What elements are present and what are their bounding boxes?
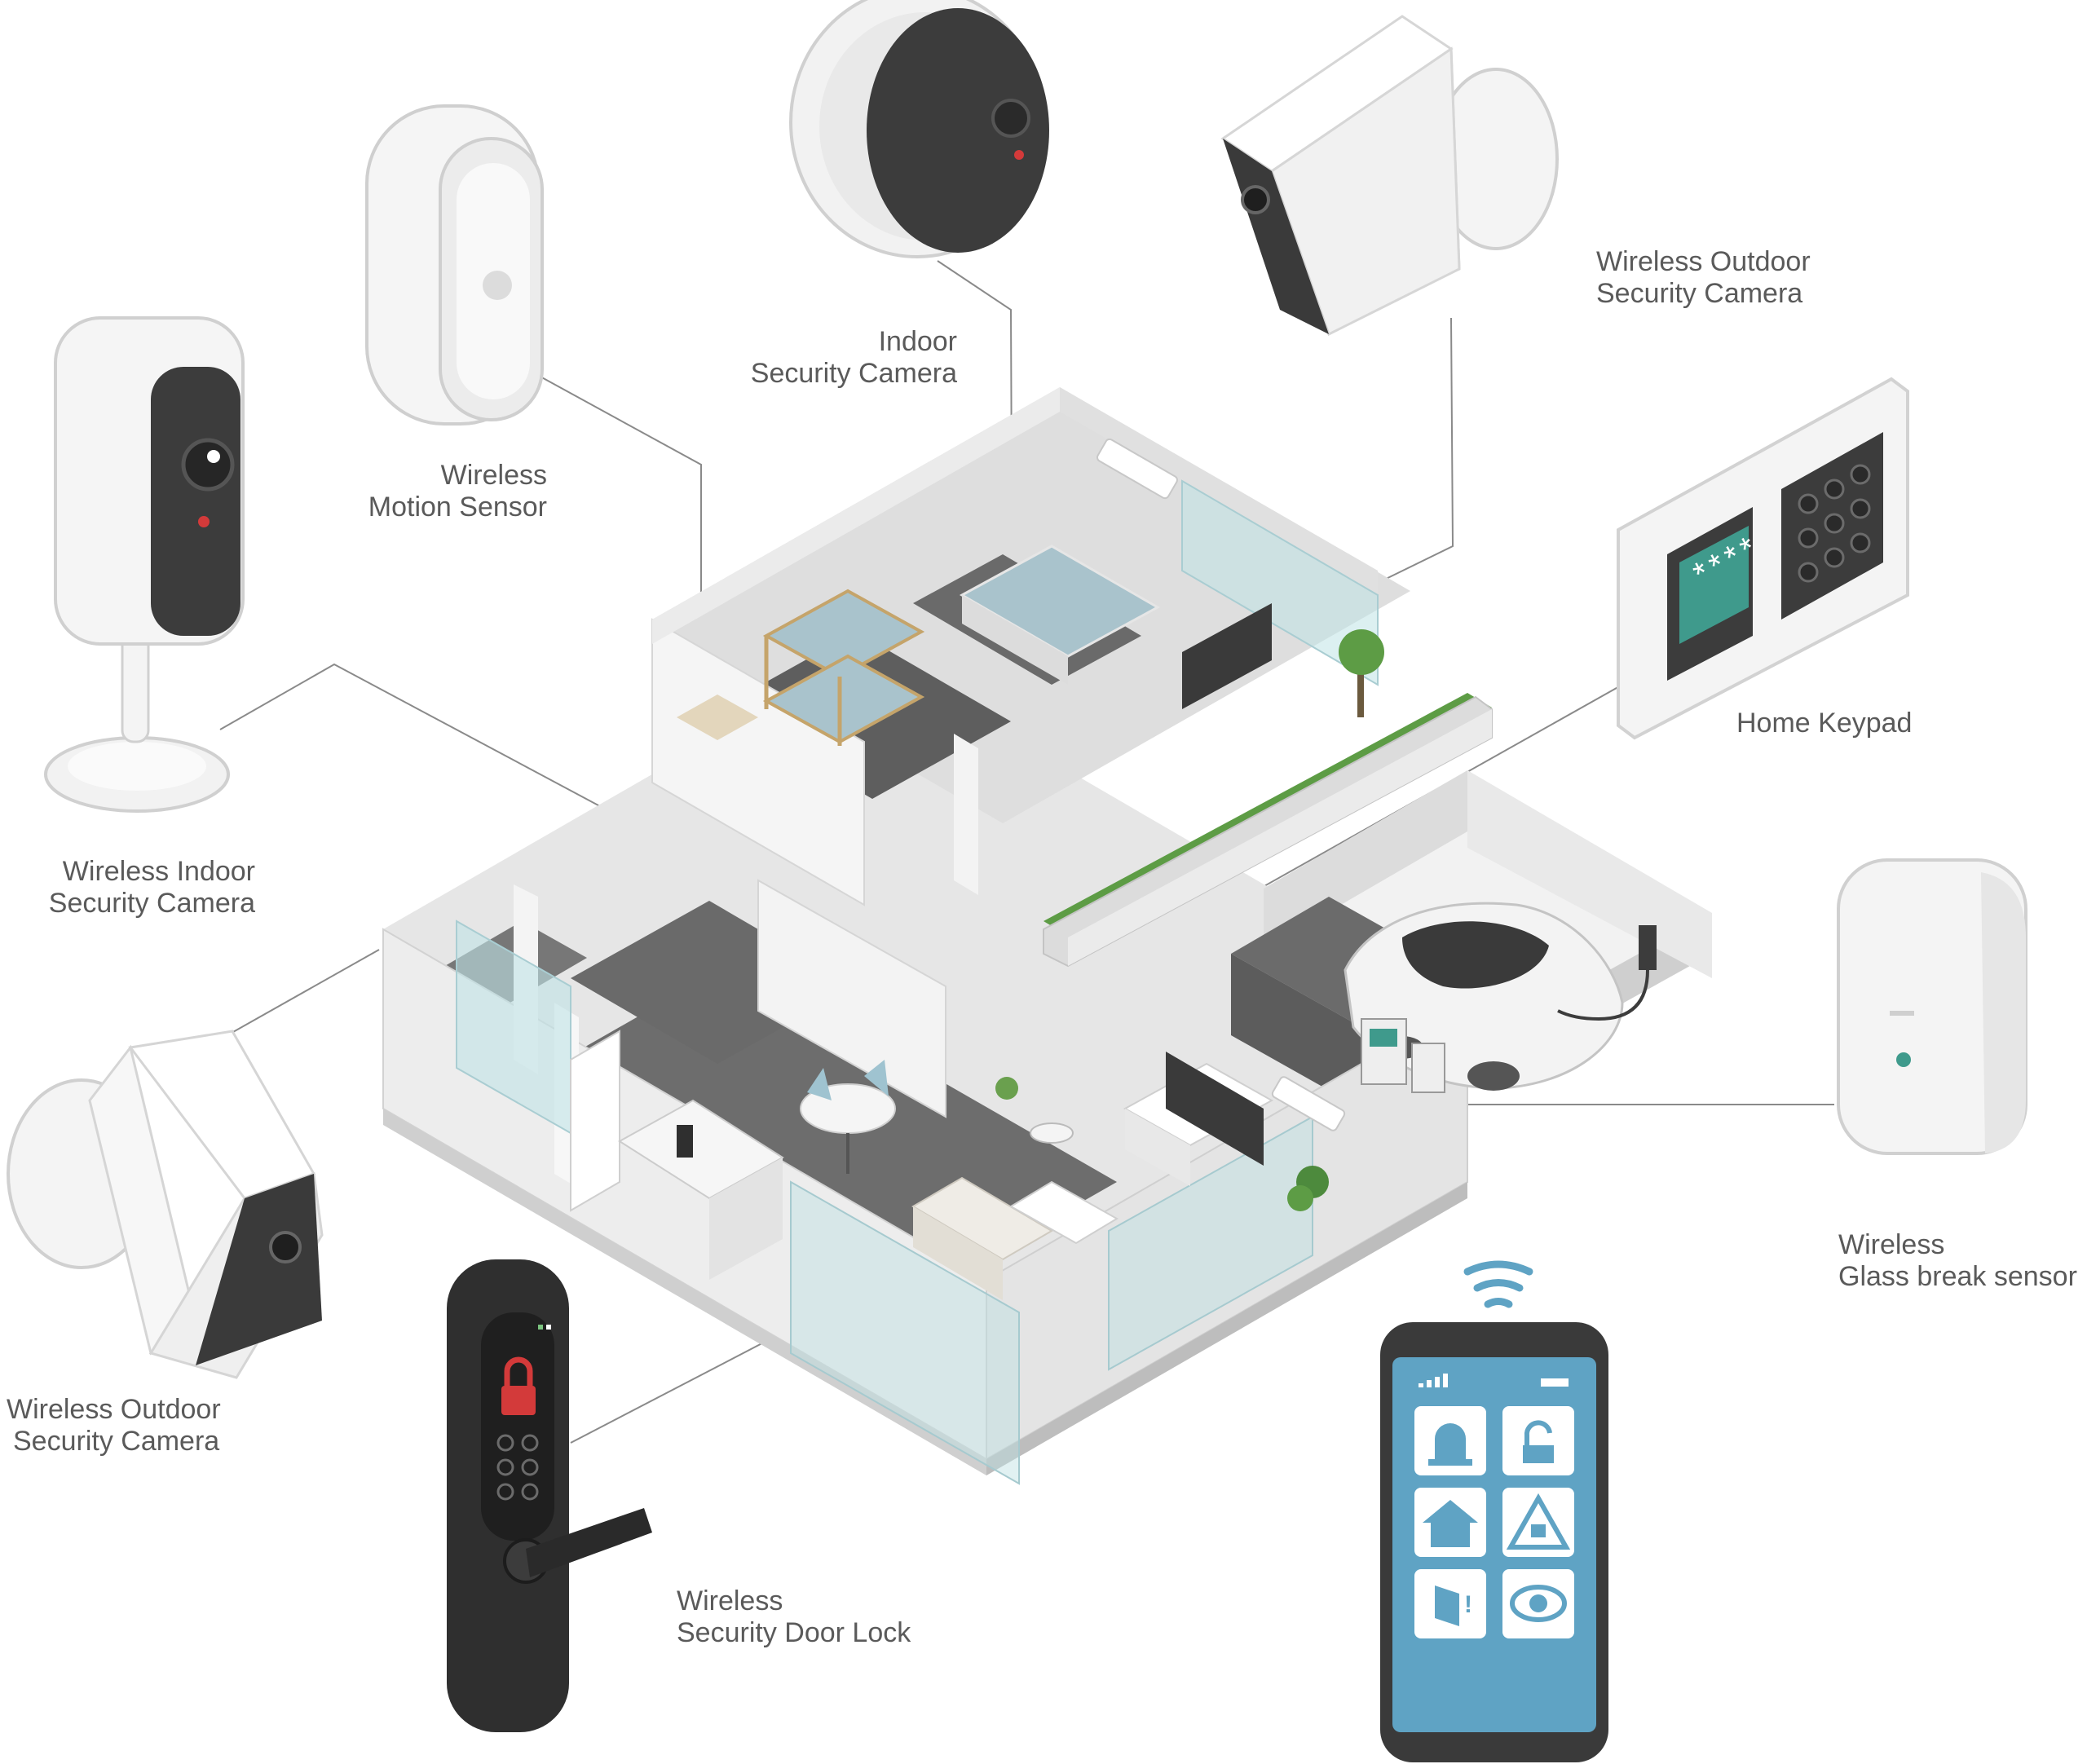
warning-lock-icon [1502,1488,1574,1557]
indoor-camera-left [44,316,245,813]
connector-outdoor-camera-top [1377,317,1454,584]
isometric-house [382,387,1712,1485]
label-indoor-camera: Indoor Security Camera [750,326,957,389]
label-motion-sensor: Wireless Motion Sensor [368,460,547,523]
label-door-lock: Wireless Security Door Lock [677,1585,911,1648]
glass-break-sensor-device [1837,858,2027,1155]
label-outdoor-camera-top: Wireless Outdoor Security Camera [1596,246,1811,309]
outdoor-camera-top [1220,15,1559,337]
indoor-dome-camera [789,0,1049,258]
connector-outdoor-camera-left [219,949,380,1040]
battery-icon [1541,1378,1569,1387]
wifi-icon [1463,1260,1533,1308]
outdoor-camera-left [7,1030,324,1379]
label-home-keypad: Home Keypad [1736,708,1913,739]
signal-icon [1419,1374,1448,1387]
car [1344,902,1624,1091]
door-lock-device [447,1259,652,1732]
upper-back-wall [652,387,1060,644]
home-keypad-device [1617,377,1909,740]
glass-front-right [1108,1115,1313,1371]
svg-text:!: ! [1464,1591,1472,1618]
label-indoor-camera-left: Wireless Indoor Security Camera [48,856,255,919]
upper-glass-wall [1181,479,1379,686]
glass-front-left [790,1180,1020,1485]
unlock-icon [1502,1406,1574,1475]
smartphone-device: ! [1380,1260,1608,1762]
label-glass-break: Wireless Glass break sensor [1838,1229,2077,1292]
bunk-bed [762,589,925,679]
motion-sensor-device [365,104,544,426]
tree [1339,629,1384,675]
label-outdoor-camera-left: Wireless Outdoor Security Camera [7,1394,221,1457]
